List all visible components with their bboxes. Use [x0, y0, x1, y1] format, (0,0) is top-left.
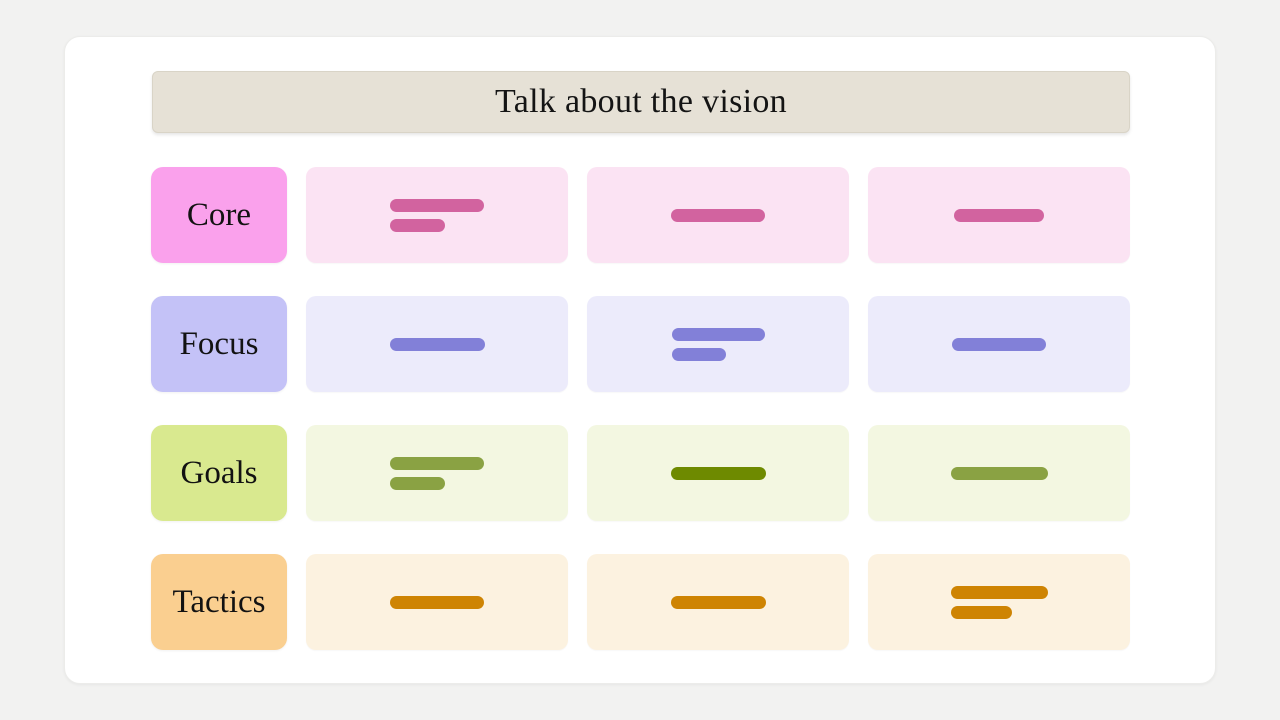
placeholder-bar — [390, 456, 484, 470]
placeholder-text-group — [390, 595, 484, 609]
placeholder-bar — [950, 605, 1012, 619]
row-label-core[interactable]: Core — [151, 167, 287, 263]
placeholder-bar — [952, 337, 1046, 351]
row-label-tactics[interactable]: Tactics — [151, 554, 287, 650]
placeholder-text-group — [390, 198, 484, 232]
placeholder-bar — [671, 347, 726, 361]
placeholder-bar — [950, 466, 1048, 480]
placeholder-text-group — [950, 585, 1048, 619]
content-card-tactics-1[interactable] — [306, 554, 568, 650]
content-card-goals-3[interactable] — [868, 425, 1130, 521]
board-title: Talk about the vision — [495, 83, 787, 120]
placeholder-bar — [671, 208, 765, 222]
placeholder-text-group — [390, 456, 484, 490]
placeholder-bar — [390, 595, 484, 609]
placeholder-text-group — [671, 208, 765, 222]
content-card-focus-3[interactable] — [868, 296, 1130, 392]
placeholder-text-group — [670, 466, 766, 480]
placeholder-bar — [670, 595, 766, 609]
placeholder-text-group — [389, 337, 485, 351]
row-label-text: Tactics — [172, 583, 266, 620]
placeholder-bar — [390, 198, 484, 212]
board-title-banner[interactable]: Talk about the vision — [152, 71, 1130, 133]
content-card-core-1[interactable] — [306, 167, 568, 263]
content-card-focus-1[interactable] — [306, 296, 568, 392]
placeholder-bar — [390, 476, 445, 490]
content-card-core-2[interactable] — [587, 167, 849, 263]
placeholder-text-group — [952, 337, 1046, 351]
row-label-text: Focus — [179, 325, 259, 362]
placeholder-bar — [390, 218, 445, 232]
row-label-focus[interactable]: Focus — [151, 296, 287, 392]
content-card-tactics-2[interactable] — [587, 554, 849, 650]
row-label-text: Goals — [180, 454, 258, 491]
placeholder-bar — [670, 466, 766, 480]
placeholder-text-group — [671, 327, 765, 361]
content-card-goals-1[interactable] — [306, 425, 568, 521]
placeholder-text-group — [950, 466, 1048, 480]
content-card-focus-2[interactable] — [587, 296, 849, 392]
content-card-tactics-3[interactable] — [868, 554, 1130, 650]
content-card-core-3[interactable] — [868, 167, 1130, 263]
placeholder-bar — [389, 337, 485, 351]
placeholder-bar — [671, 327, 765, 341]
row-label-text: Core — [186, 196, 252, 233]
row-label-goals[interactable]: Goals — [151, 425, 287, 521]
placeholder-bar — [954, 208, 1044, 222]
placeholder-text-group — [670, 595, 766, 609]
placeholder-text-group — [954, 208, 1044, 222]
placeholder-bar — [950, 585, 1048, 599]
content-card-goals-2[interactable] — [587, 425, 849, 521]
